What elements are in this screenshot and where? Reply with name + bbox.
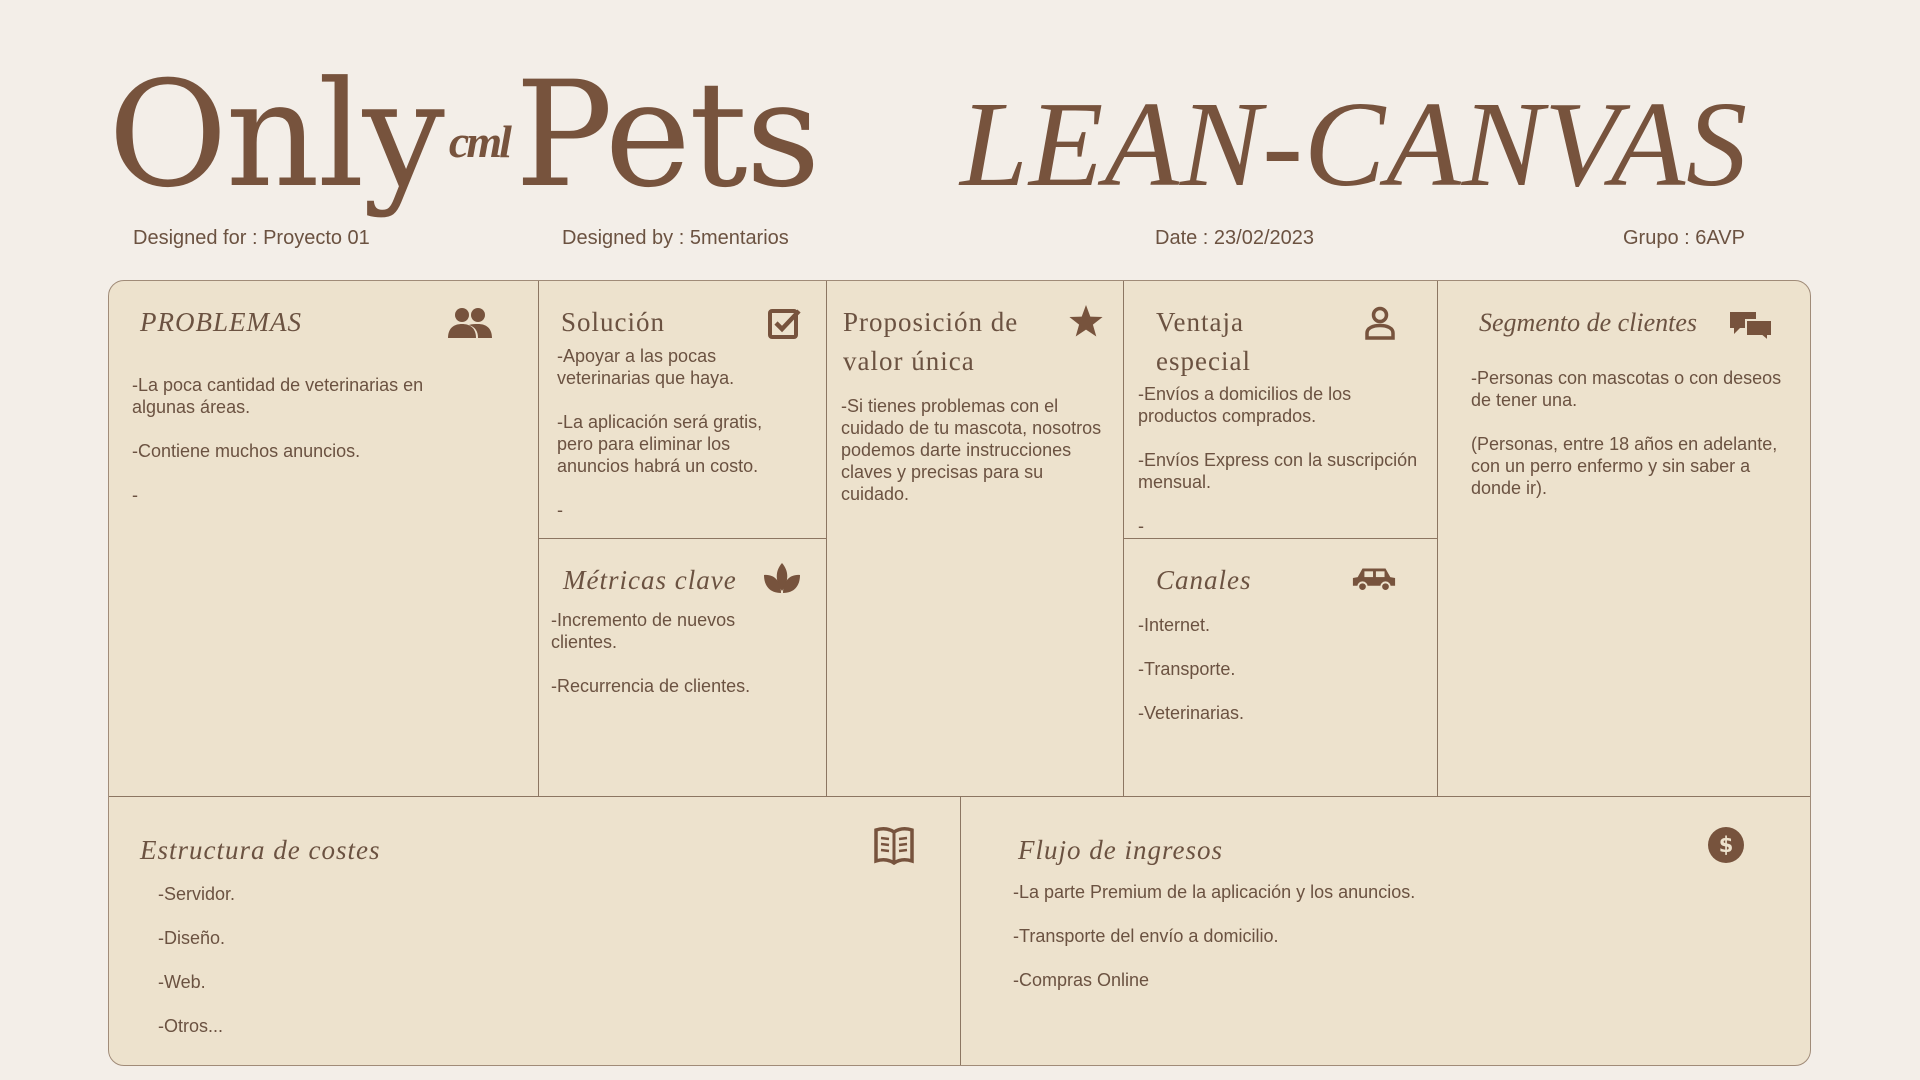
list-item: -Compras Online: [1013, 970, 1150, 990]
list-item: -Contiene muchos anuncios.: [132, 441, 361, 461]
section-title: Ventaja especial: [1156, 307, 1251, 376]
lean-canvas-board: PROBLEMAS -La poca cantidad de veterinar…: [108, 280, 1811, 1066]
ventaja-list: -Envíos a domicilios de los productos co…: [1138, 383, 1430, 559]
list-item: -Si tienes problemas con el cuidado de t…: [841, 396, 1102, 504]
list-item: -: [557, 500, 563, 520]
list-item: -La aplicación será gratis, pero para el…: [557, 412, 763, 476]
list-item: -Recurrencia de clientes.: [551, 676, 751, 696]
section-title: Segmento de clientes: [1479, 308, 1698, 337]
logo-monogram: cml: [448, 116, 512, 167]
propuesta-list: -Si tienes problemas con el cuidado de t…: [841, 395, 1111, 527]
section-ingresos: Flujo de ingresos $ -La parte Premium de…: [961, 797, 1810, 1065]
segmento-list: -Personas con mascotas o con deseos de t…: [1471, 367, 1791, 521]
car-icon: [1351, 559, 1397, 599]
section-title: PROBLEMAS: [140, 307, 302, 337]
list-item: (Personas, entre 18 años en adelante, co…: [1471, 434, 1778, 498]
section-ventaja: Ventaja especial -Envíos a domicilios de…: [1124, 281, 1438, 539]
designed-by: Designed by : 5mentarios: [562, 227, 789, 249]
logo-text-right: Pets: [514, 50, 821, 220]
section-segmento: Segmento de clientes -Personas con masco…: [1438, 281, 1810, 797]
svg-text:$: $: [1719, 833, 1734, 857]
list-item: -Incremento de nuevos clientes.: [551, 610, 736, 652]
list-item: -: [1138, 516, 1144, 536]
list-item: -Envíos a domicilios de los productos co…: [1138, 384, 1352, 426]
list-item: -La poca cantidad de veterinarias en alg…: [132, 375, 424, 417]
list-item: -Transporte.: [1138, 659, 1236, 679]
section-title: Solución: [561, 307, 666, 337]
list-item: -Otros...: [158, 1016, 224, 1036]
section-propuesta: Proposición de valor única -Si tienes pr…: [827, 281, 1124, 797]
designed-for: Designed for : Proyecto 01: [133, 227, 370, 249]
section-title: Estructura de costes: [140, 835, 381, 865]
ingresos-list: -La parte Premium de la aplicación y los…: [1013, 881, 1713, 1013]
list-item: -Diseño.: [158, 928, 226, 948]
canales-list: -Internet. -Transporte. -Veterinarias.: [1138, 614, 1418, 746]
list-item: -Transporte del envío a domicilio.: [1013, 926, 1279, 946]
list-item: -Web.: [158, 972, 206, 992]
list-item: -La parte Premium de la aplicación y los…: [1013, 882, 1416, 902]
list-item: -Apoyar a las pocas veterinarias que hay…: [557, 346, 735, 388]
people-icon: [447, 303, 493, 343]
star-icon: [1063, 301, 1109, 341]
person-icon: [1357, 303, 1403, 343]
page-title: LEAN-CANVAS: [960, 77, 1749, 212]
leaf-icon: [759, 559, 805, 599]
book-icon: [871, 825, 917, 865]
grupo: Grupo : 6AVP: [1623, 227, 1745, 249]
problemas-list: -La poca cantidad de veterinarias en alg…: [132, 374, 462, 528]
logo-text-left: Only: [108, 50, 445, 220]
date: Date : 23/02/2023: [1155, 227, 1315, 249]
list-item: -Servidor.: [158, 884, 236, 904]
section-title: Proposición de valor única: [843, 307, 1019, 376]
list-item: -Personas con mascotas o con deseos de t…: [1471, 368, 1782, 410]
section-problemas: PROBLEMAS -La poca cantidad de veterinar…: [109, 281, 539, 797]
dollar-icon: $: [1703, 825, 1749, 865]
section-title: Flujo de ingresos: [1018, 835, 1223, 865]
list-item: -Veterinarias.: [1138, 703, 1245, 723]
costes-list: -Servidor. -Diseño. -Web. -Otros...: [158, 883, 758, 1059]
solucion-list: -Apoyar a las pocas veterinarias que hay…: [557, 345, 797, 543]
section-canales: Canales -Internet. -Transporte. -Veterin…: [1124, 539, 1438, 797]
section-metricas: Métricas clave -Incremento de nuevos cli…: [539, 539, 827, 797]
list-item: -: [132, 485, 138, 505]
section-solucion: Solución -Apoyar a las pocas veterinaria…: [539, 281, 827, 539]
section-title: Métricas clave: [563, 565, 737, 595]
chat-bubbles-icon: [1728, 305, 1774, 345]
section-title: Canales: [1156, 565, 1252, 595]
list-item: -Internet.: [1138, 615, 1211, 635]
checkbox-icon: [761, 303, 807, 343]
list-item: -Envíos Express con la suscripción mensu…: [1138, 450, 1418, 492]
metricas-list: -Incremento de nuevos clientes. -Recurre…: [551, 609, 801, 719]
section-costes: Estructura de costes -Servidor. -Diseño.…: [109, 797, 961, 1065]
